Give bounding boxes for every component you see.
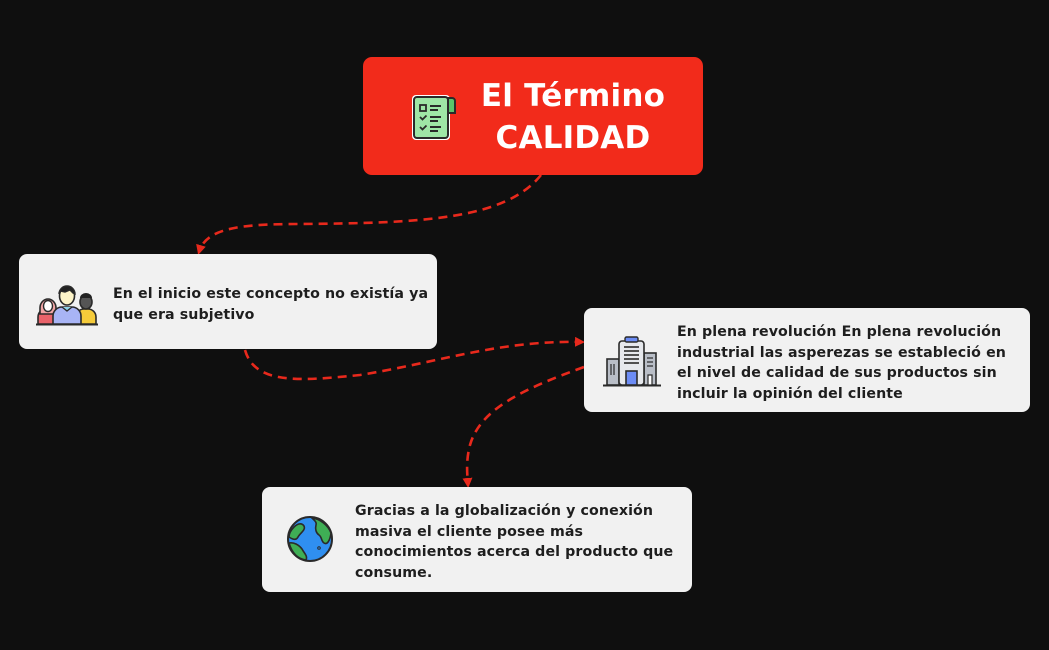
topic-node-globalizacion[interactable]: Gracias a la globalización y conexión ma… (262, 487, 692, 592)
checklist-document-icon (412, 95, 456, 140)
node-text: Gracias a la globalización y conexión ma… (355, 503, 674, 581)
topic-node-revolucion-industrial[interactable]: En plena revolución En plena revolución … (584, 308, 1030, 412)
topic-node-inicio[interactable]: En el inicio este concepto no existía ya… (19, 254, 437, 349)
node-text: En el inicio este concepto no existía ya… (113, 286, 429, 323)
people-group-icon (36, 285, 98, 326)
connector-node-2-to-node-3 (462, 365, 585, 488)
root-title-line-2: CALIDAD (495, 120, 651, 156)
root-title-line-1: El Término (480, 78, 666, 114)
globe-earth-icon (287, 516, 333, 562)
root-title: El Término CALIDAD (473, 75, 673, 159)
root-topic-node[interactable]: El Término CALIDAD (363, 57, 703, 175)
node-text: En plena revolución En plena revolución … (677, 324, 1006, 402)
connector-root-to-node-1 (196, 174, 543, 255)
office-building-icon (603, 336, 661, 387)
